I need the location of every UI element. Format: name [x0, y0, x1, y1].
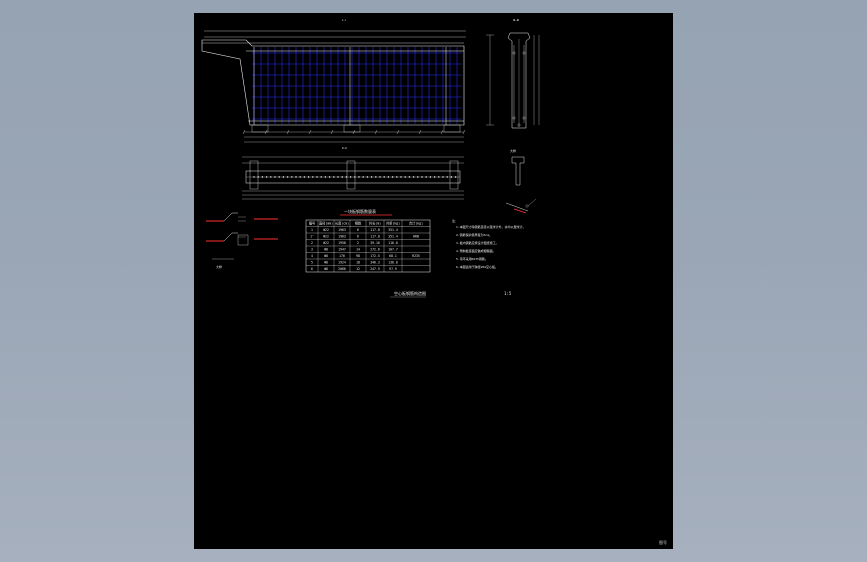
table-cell: 117.8: [370, 235, 380, 239]
table-cell: 1963: [338, 228, 346, 232]
table-header-cell: 根数: [355, 221, 362, 226]
table-cell: 117.8: [370, 228, 380, 232]
table-cell: 2066: [338, 267, 346, 271]
table-cell: 6: [357, 228, 359, 232]
table-cell: 1958: [338, 241, 346, 245]
note-line: 4.预制板底面应做成粗糙面。: [456, 248, 496, 253]
table-cell: 1924: [338, 261, 346, 265]
table-header-cell: 合计(kg): [409, 221, 423, 226]
detail-view: 大样: [505, 148, 537, 214]
table-header-cell: 长度(cm): [335, 221, 349, 226]
table-cell: 346.3: [370, 261, 380, 265]
table-cell: 247.9: [370, 267, 380, 271]
sheet-corner-mark: 图号: [659, 540, 667, 545]
table-cell: 68.1: [389, 254, 397, 258]
table-cell: 6: [357, 235, 359, 239]
table-cell: 4: [311, 254, 313, 258]
table-cell: 136.8: [388, 261, 398, 265]
table-cell: 18: [356, 261, 360, 265]
drawing-name: 空心板钢筋构造图: [394, 290, 426, 296]
note-line: 2.钢筋保护层厚度为3cm。: [456, 232, 492, 237]
table-cell: Φ22: [323, 228, 329, 232]
section-tag-plan: Ⅱ—Ⅱ: [342, 146, 347, 150]
table-cell: Φ8: [324, 261, 328, 265]
table-cell: 351.4: [388, 235, 398, 239]
table-header-cell: 编号: [309, 221, 315, 226]
table-cell: 98: [356, 254, 360, 258]
table-cell: 5: [311, 261, 313, 265]
table-title: 一块板钢筋数量表: [344, 208, 376, 214]
table-cell: 272.6: [370, 248, 380, 252]
notes-title: 注：: [452, 218, 458, 223]
table-cell: 2: [357, 241, 359, 245]
table-cell: 1963: [338, 235, 346, 239]
detail-tag-top: 大样: [510, 148, 516, 153]
table-cell: 14: [356, 248, 360, 252]
table-header-cell: 共重(kg): [386, 221, 400, 226]
table-cell: 3: [311, 248, 313, 252]
table-cell: HRB: [413, 235, 419, 239]
table-cell: 1': [310, 235, 314, 239]
cad-drawing: Ⅰ—Ⅰ: [201, 18, 540, 298]
section-tag-end: Ⅲ—Ⅲ: [513, 18, 519, 22]
table-cell: 1: [311, 228, 313, 232]
elevation-view: Ⅰ—Ⅰ: [201, 18, 466, 143]
table-cell: Φ22: [323, 235, 329, 239]
table-header-cell: 共长(m): [369, 221, 381, 226]
end-section-view: Ⅲ—Ⅲ: [486, 18, 540, 129]
table-cell: Φ8: [324, 248, 328, 252]
table-cell: 176: [339, 254, 345, 258]
drawing-sheet: Ⅰ—Ⅰ: [194, 13, 673, 549]
note-line: 6.本图适用于跨径20m空心板。: [456, 264, 498, 269]
note-line: 1.本图尺寸除钢筋直径以毫米计外，余均以厘米计。: [456, 224, 526, 229]
table-cell: 97.9: [389, 267, 397, 271]
hook-details: 大样: [206, 212, 278, 269]
table-cell: Φ8: [324, 254, 328, 258]
section-tag-elevation: Ⅰ—Ⅰ: [342, 18, 346, 22]
table-cell: 107.7: [388, 248, 398, 252]
table-cell: Φ22: [323, 241, 329, 245]
table-cell: R235: [412, 254, 420, 258]
table-cell: Φ8: [324, 267, 328, 271]
table-cell: 6: [311, 267, 313, 271]
note-line: 3.板内钢筋应按设计图纸施工。: [456, 240, 499, 245]
rebar-quantity-table: 一块板钢筋数量表 编号直径(mm)长度(cm) 根数 共长(m) 共重(kg) 合计(k…: [305, 208, 431, 273]
table-cell: 2: [311, 241, 313, 245]
table-header-cell: 直径(mm): [319, 221, 333, 226]
table-cell: 351.4: [388, 228, 398, 232]
table-cell: 39.16: [370, 241, 380, 245]
table-cell: 116.8: [388, 241, 398, 245]
table-cell: 12: [356, 267, 360, 271]
note-line: 5.吊环采用R235钢筋。: [456, 256, 488, 261]
plan-view: Ⅱ—Ⅱ: [242, 146, 464, 200]
table-cell: 172.5: [370, 254, 380, 258]
scale-label: 1:5: [504, 291, 512, 296]
notes-block: 注： 1.本图尺寸除钢筋直径以毫米计外，余均以厘米计。 2.钢筋保护层厚度为3cm…: [452, 218, 526, 269]
detail-tag-bottom: 大样: [216, 264, 222, 269]
table-cell: 1947: [338, 248, 346, 252]
